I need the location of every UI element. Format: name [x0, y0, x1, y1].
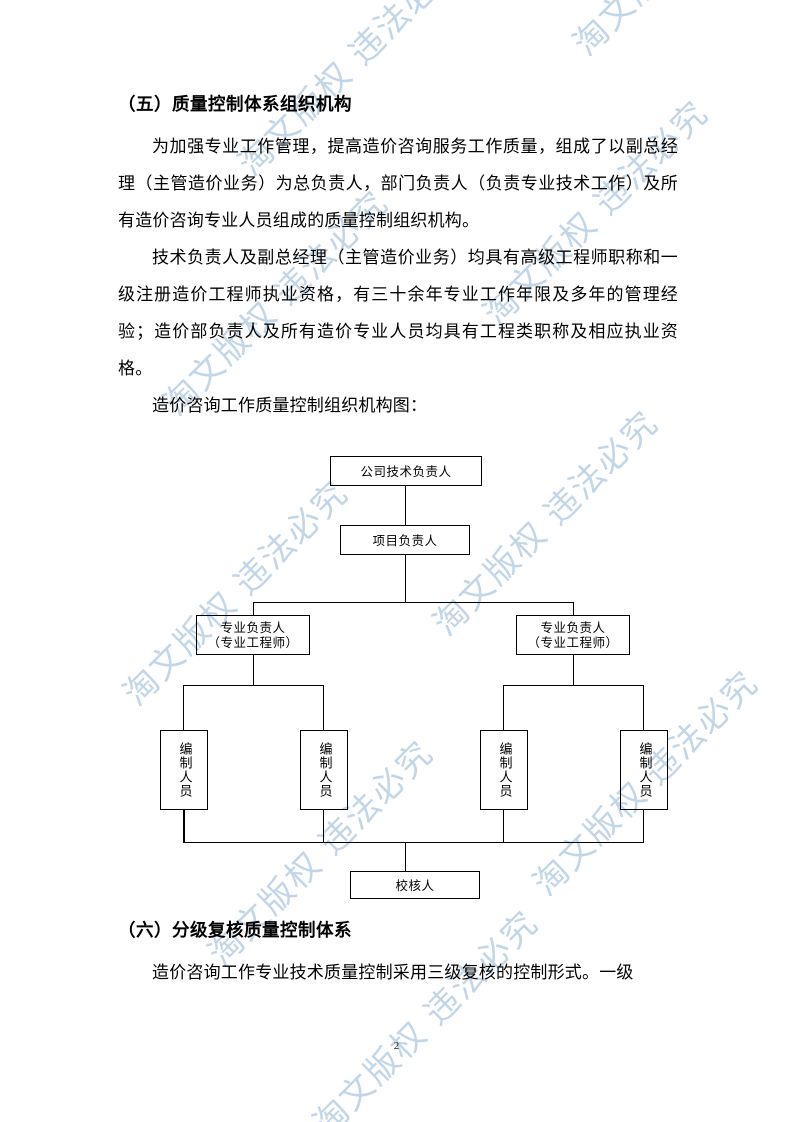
- connector-staff2-down: [323, 810, 324, 842]
- connector-to-checker: [405, 842, 406, 871]
- org-node-label: 编制人员: [636, 742, 652, 798]
- connector-staff4-down: [643, 810, 644, 842]
- org-node-label-line2: （专业工程师）: [207, 635, 299, 650]
- connector-to-discipline-right: [573, 602, 574, 615]
- org-node-label: 编制人员: [176, 742, 192, 798]
- org-node-project-lead: 项目负责人: [340, 525, 470, 555]
- connector-right-staff-bar: [503, 685, 643, 686]
- connector-staff3-down: [503, 810, 504, 842]
- watermark-text: 淘文版权 违法必究: [560, 0, 793, 65]
- page-number: 2: [393, 1040, 400, 1052]
- org-node-label-line2: （专业工程师）: [527, 635, 619, 650]
- paragraph-chart-caption: 造价咨询工作质量控制组织机构图：: [152, 396, 428, 416]
- paragraph-grading-review: 造价咨询工作专业技术质量控制采用三级复核的控制形式。一级: [152, 963, 634, 983]
- org-node-label: 编制人员: [316, 742, 332, 798]
- connector-staff1-down: [183, 810, 185, 842]
- connector-right-staff-2: [643, 685, 644, 730]
- connector-merge-bar: [183, 842, 644, 843]
- org-node-label: 公司技术负责人: [360, 463, 452, 479]
- org-node-staff-1: 编制人员: [160, 730, 208, 810]
- org-node-discipline-lead-left: 专业负责人 （专业工程师）: [196, 615, 310, 655]
- org-node-label-line1: 专业负责人: [540, 620, 606, 635]
- connector-right-staff-1: [503, 685, 504, 730]
- org-node-label: 校核人: [395, 877, 435, 893]
- org-node-company-tech-lead: 公司技术负责人: [330, 456, 482, 486]
- document-text-body-second: （六）分级复核质量控制体系 造价咨询工作专业技术质量控制采用三级复核的控制形式。…: [118, 918, 678, 991]
- connector-right-lead-down: [573, 655, 574, 685]
- org-node-label-line1: 专业负责人: [220, 620, 286, 635]
- org-node-checker: 校核人: [350, 871, 480, 899]
- connector-left-staff-1: [183, 685, 184, 730]
- organization-chart: 公司技术负责人 项目负责人 专业负责人 （专业工程师）: [118, 448, 678, 900]
- org-node-label: 编制人员: [496, 742, 512, 798]
- paragraph-qualifications: 技术负责人及副总经理（主管造价业务）均具有高级工程师职称和一级注册造价工程师执业…: [118, 248, 678, 379]
- connector-discipline-bar: [253, 602, 573, 603]
- connector-left-staff-bar: [183, 685, 323, 686]
- section-heading-six: （六）分级复核质量控制体系: [118, 921, 352, 941]
- org-node-staff-3: 编制人员: [480, 730, 528, 810]
- connector-left-staff-2: [323, 685, 324, 730]
- section-heading-five: （五）质量控制体系组织机构: [118, 95, 352, 115]
- connector-to-discipline-left: [253, 602, 254, 615]
- document-text-body: （五）质量控制体系组织机构 为加强专业工作管理，提高造价咨询服务工作质量，组成了…: [118, 92, 678, 424]
- org-node-staff-4: 编制人员: [620, 730, 668, 810]
- connector-project-down: [405, 555, 406, 602]
- connector-tech-to-project: [405, 486, 406, 525]
- connector-left-lead-down: [253, 655, 254, 685]
- org-node-discipline-lead-right: 专业负责人 （专业工程师）: [516, 615, 630, 655]
- paragraph-intro: 为加强专业工作管理，提高造价咨询服务工作质量，组成了以副总经理（主管造价业务）为…: [118, 137, 678, 231]
- org-node-label: 项目负责人: [372, 532, 438, 548]
- org-node-staff-2: 编制人员: [300, 730, 348, 810]
